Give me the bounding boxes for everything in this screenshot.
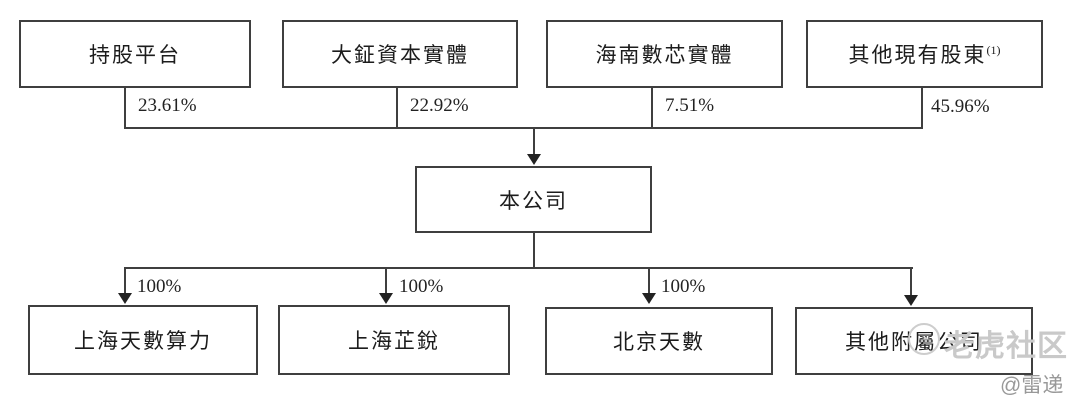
entity-name: 海南數芯實體 — [595, 43, 734, 67]
ownership-label: 100% — [661, 276, 706, 297]
connector-vertical — [533, 233, 535, 269]
ownership-label: 7.51% — [665, 95, 715, 116]
connector-vertical — [124, 267, 126, 294]
entity-name: 北京天數 — [613, 330, 705, 354]
connector-vertical — [910, 267, 912, 296]
entity-name: 本公司 — [499, 188, 568, 213]
connector-vertical — [533, 128, 535, 156]
ownership-label: 100% — [137, 276, 182, 297]
connector-vertical — [396, 88, 398, 129]
entity-name: 其他現有股東(1) — [849, 39, 1001, 69]
subsidiary-box-shanghai-zhirui: 上海芷銳 — [278, 305, 510, 375]
entity-name: 大鉦資本實體 — [331, 43, 469, 67]
arrow-down-icon — [118, 293, 132, 304]
connector-vertical — [648, 267, 650, 294]
connector-horizontal — [124, 127, 923, 129]
shareholder-box-dazheng-capital: 大鉦資本實體 — [282, 20, 518, 88]
entity-name-text: 其他現有股東 — [848, 43, 987, 67]
shareholder-box-other-existing-shareholders: 其他現有股東(1) — [806, 20, 1043, 88]
shareholder-box-holding-platform: 持股平台 — [19, 20, 251, 88]
arrow-down-icon — [642, 293, 656, 304]
entity-name: 持股平台 — [89, 43, 181, 67]
arrow-down-icon — [527, 154, 541, 165]
connector-vertical — [385, 267, 387, 294]
ownership-label: 100% — [399, 276, 444, 297]
footnote-superscript: (1) — [986, 43, 1001, 57]
subsidiary-box-shanghai-tianshu-suanli: 上海天數算力 — [28, 305, 258, 375]
subsidiary-box-beijing-tianshu: 北京天數 — [545, 307, 773, 375]
arrow-down-icon — [904, 295, 918, 306]
connector-horizontal — [124, 267, 913, 269]
connector-vertical — [921, 88, 923, 129]
parent-company-box: 本公司 — [415, 166, 652, 233]
tiger-logo-icon: ◔ — [908, 323, 940, 355]
connector-vertical — [651, 88, 653, 129]
entity-name: 上海芷銳 — [348, 329, 440, 353]
watermark-brand: 老虎社区 — [944, 330, 1068, 363]
ownership-label: 23.61% — [138, 95, 197, 116]
connector-vertical — [124, 88, 126, 129]
entity-name: 上海天數算力 — [74, 329, 212, 353]
watermark-credit: @雷递 — [1000, 374, 1064, 397]
ownership-label: 22.92% — [410, 95, 469, 116]
shareholder-box-hainan-shuxin: 海南數芯實體 — [546, 20, 783, 88]
ownership-label: 45.96% — [931, 96, 990, 117]
arrow-down-icon — [379, 293, 393, 304]
